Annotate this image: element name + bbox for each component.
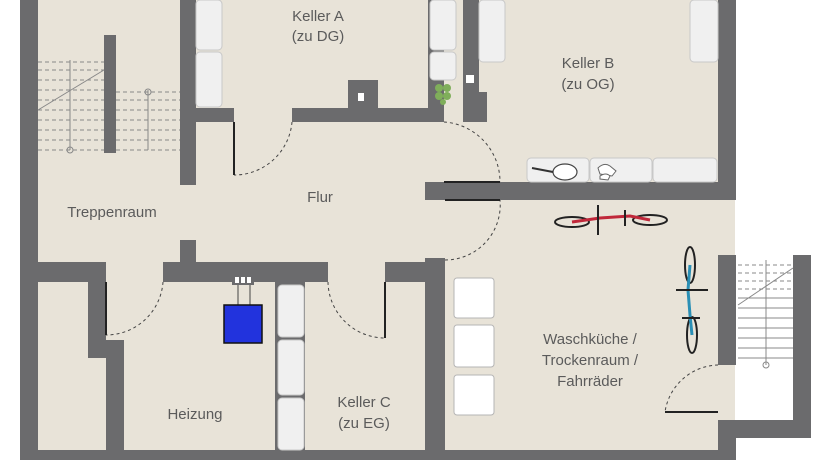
- room-keller-a-name: Keller A: [292, 8, 344, 25]
- room-keller-c-sub: (zu EG): [338, 415, 390, 432]
- room-waschkueche-line1: Waschküche /: [543, 331, 637, 348]
- bicycle-icon: [676, 246, 708, 354]
- washing-machine-icon: [453, 277, 495, 416]
- shoe-icon: [597, 163, 617, 181]
- door-arc-icon: [105, 121, 719, 413]
- room-waschkueche-line2: Trockenraum /: [542, 352, 639, 369]
- outlet-icon: [358, 75, 474, 101]
- room-waschkueche-line3: Fahrräder: [557, 373, 623, 390]
- room-heizung-name: Heizung: [167, 406, 222, 423]
- stair-icon: [737, 260, 794, 369]
- room-keller-c-name: Keller C: [337, 394, 391, 411]
- bicycle-icon: [554, 205, 668, 235]
- floor-area: [20, 0, 735, 460]
- room-keller-a-sub: (zu DG): [292, 28, 345, 45]
- door-gap: [234, 108, 292, 122]
- room-flur-name: Flur: [307, 189, 333, 206]
- room-keller-b-sub: (zu OG): [561, 76, 614, 93]
- room-treppenraum-name: Treppenraum: [67, 204, 157, 221]
- bottles-icon: [435, 84, 451, 105]
- room-keller-b-name: Keller B: [562, 55, 615, 72]
- door-leaf: [105, 122, 718, 413]
- outside-area-top: [735, 0, 830, 255]
- stair-icon: [37, 35, 180, 154]
- boiler-icon: [223, 275, 263, 344]
- tennis-racket-icon: [531, 163, 578, 181]
